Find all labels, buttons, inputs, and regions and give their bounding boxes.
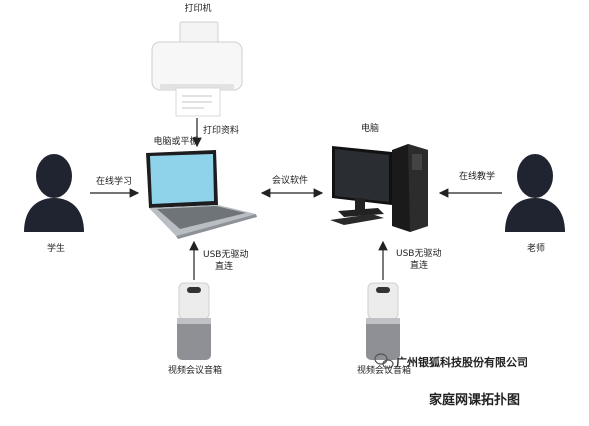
- direct-right-label: 直连: [410, 261, 429, 271]
- speaker-right-label: 视频会议音箱: [356, 366, 412, 376]
- desktop-computer-icon: [330, 144, 428, 232]
- student-label: 学生: [46, 244, 66, 254]
- laptop-label: 电脑或平板: [153, 137, 199, 147]
- student-icon: [24, 154, 84, 232]
- usb-left-label: USB无驱动: [203, 250, 249, 260]
- teacher-label: 老师: [526, 244, 546, 254]
- printer-icon: [151, 21, 243, 117]
- printer-label: 打印机: [184, 4, 212, 14]
- wechat-icon: [374, 353, 394, 369]
- online-learning-label: 在线学习: [96, 177, 133, 187]
- speaker-right-icon: [366, 282, 400, 360]
- speaker-left-icon: [177, 282, 211, 360]
- watermark-company: 广州银狐科技股份有限公司: [396, 356, 528, 369]
- online-teaching-label: 在线教学: [459, 172, 496, 182]
- direct-left-label: 直连: [215, 262, 234, 272]
- desktop-label: 电脑: [360, 124, 380, 134]
- speaker-left-label: 视频会议音箱: [167, 366, 223, 376]
- meeting-software-label: 会议软件: [272, 176, 309, 186]
- print-data-label: 打印资料: [203, 126, 240, 136]
- laptop-icon: [146, 150, 257, 239]
- teacher-icon: [505, 154, 565, 232]
- usb-right-label: USB无驱动: [396, 249, 442, 259]
- diagram-title: 家庭网课拓扑图: [429, 393, 521, 408]
